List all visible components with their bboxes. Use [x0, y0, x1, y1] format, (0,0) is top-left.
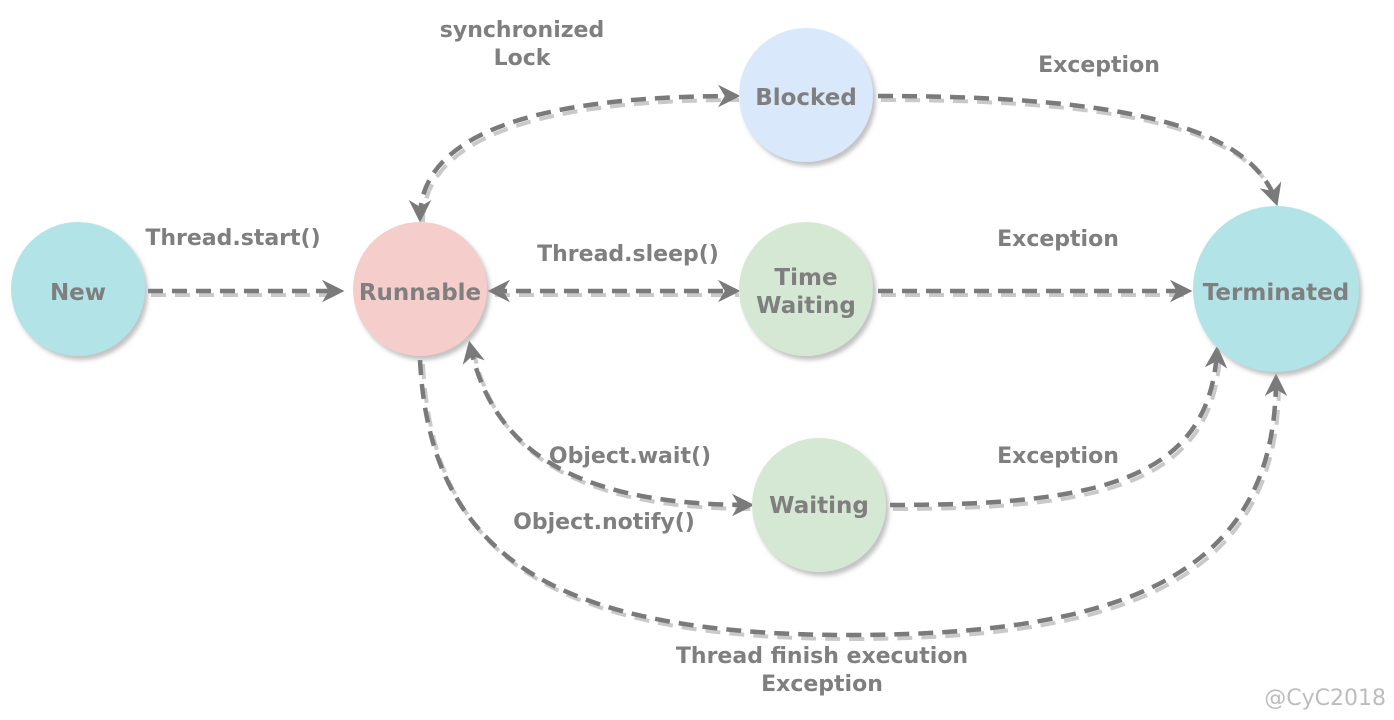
node-blocked-circle [739, 28, 873, 162]
edge-runnable-to-terminated [417, 359, 1288, 638]
label-synchronized: synchronized [440, 18, 604, 43]
node-runnable: Runnable [353, 222, 487, 356]
edges [148, 84, 1288, 638]
edge-blocked-to-terminated [877, 93, 1282, 207]
node-terminated: Terminated [1193, 206, 1359, 372]
edge-waiting-to-terminated [889, 345, 1228, 508]
label-time-waiting-exception: Exception [997, 227, 1119, 252]
node-waiting: Waiting [752, 438, 886, 572]
label-lock: Lock [494, 46, 552, 71]
label-object-notify: Object.notify() [513, 510, 695, 535]
node-time-waiting-circle [739, 222, 873, 356]
node-runnable-circle [353, 222, 487, 356]
label-blocked-exception: Exception [1038, 53, 1160, 78]
node-time-waiting-label-line1: Time [774, 265, 837, 291]
label-thread-sleep: Thread.sleep() [537, 242, 719, 267]
node-blocked: Blocked [739, 28, 873, 162]
label-finish-exception: Exception [761, 672, 883, 697]
node-runnable-label: Runnable [359, 280, 481, 306]
watermark: @CyC2018 [1264, 686, 1386, 711]
node-time-waiting: Time Waiting [739, 222, 873, 356]
node-terminated-label: Terminated [1203, 280, 1349, 306]
node-new-label: New [50, 280, 106, 306]
node-terminated-circle [1193, 206, 1359, 372]
node-new: New [11, 222, 145, 356]
node-new-circle [11, 222, 145, 356]
node-waiting-circle [752, 438, 886, 572]
label-waiting-exception: Exception [997, 444, 1119, 469]
node-blocked-label: Blocked [755, 85, 857, 111]
label-thread-finish: Thread finish execution [676, 644, 968, 669]
edge-runnable-waiting [462, 340, 755, 517]
edge-shadows [151, 98, 1281, 642]
label-object-wait: Object.wait() [549, 444, 711, 469]
node-time-waiting-label-line2: Waiting [756, 293, 856, 319]
edge-runnable-blocked [408, 84, 741, 223]
node-waiting-label: Waiting [769, 493, 869, 519]
label-thread-start: Thread.start() [145, 226, 320, 251]
